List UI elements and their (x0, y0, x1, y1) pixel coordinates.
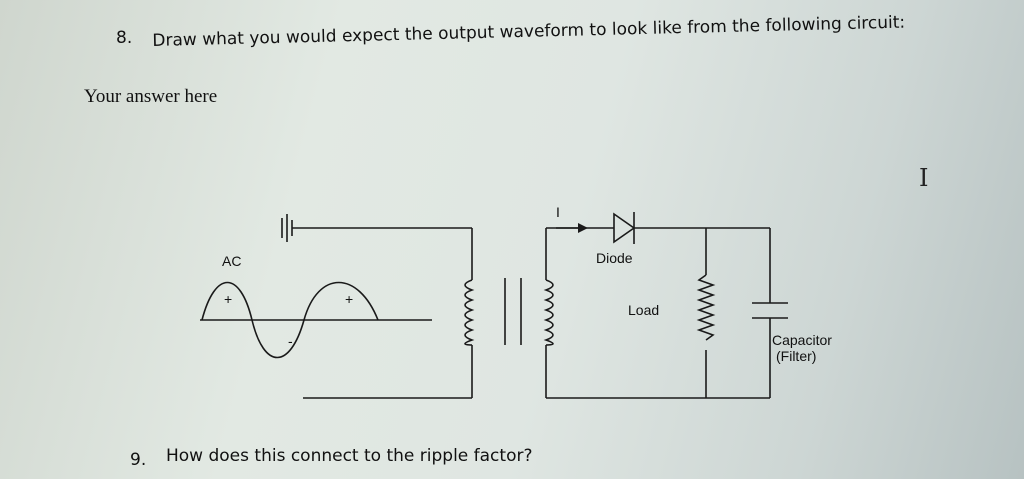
plus-sign: + (224, 291, 232, 307)
secondary-coil (543, 279, 554, 346)
current-label: I (556, 204, 560, 220)
ac-waveform (201, 281, 379, 359)
text-cursor-icon: I (919, 164, 929, 192)
question-9-number: 9. (130, 450, 147, 470)
plus-sign: + (345, 291, 353, 307)
capacitor-filter-label: (Filter) (776, 348, 816, 364)
capacitor-label: Capacitor (772, 332, 832, 348)
diode-symbol (613, 212, 636, 244)
question-9-text: How does this connect to the ripple fact… (166, 446, 533, 466)
answer-field[interactable]: Your answer here (84, 86, 218, 107)
question-8-number: 8. (116, 28, 133, 48)
minus-sign: - (288, 333, 293, 349)
diode-label: Diode (596, 250, 633, 266)
load-resistor (696, 274, 716, 341)
current-arrowhead (578, 223, 588, 233)
load-label: Load (628, 302, 659, 318)
ac-label: AC (222, 253, 241, 269)
primary-coil (464, 279, 475, 346)
